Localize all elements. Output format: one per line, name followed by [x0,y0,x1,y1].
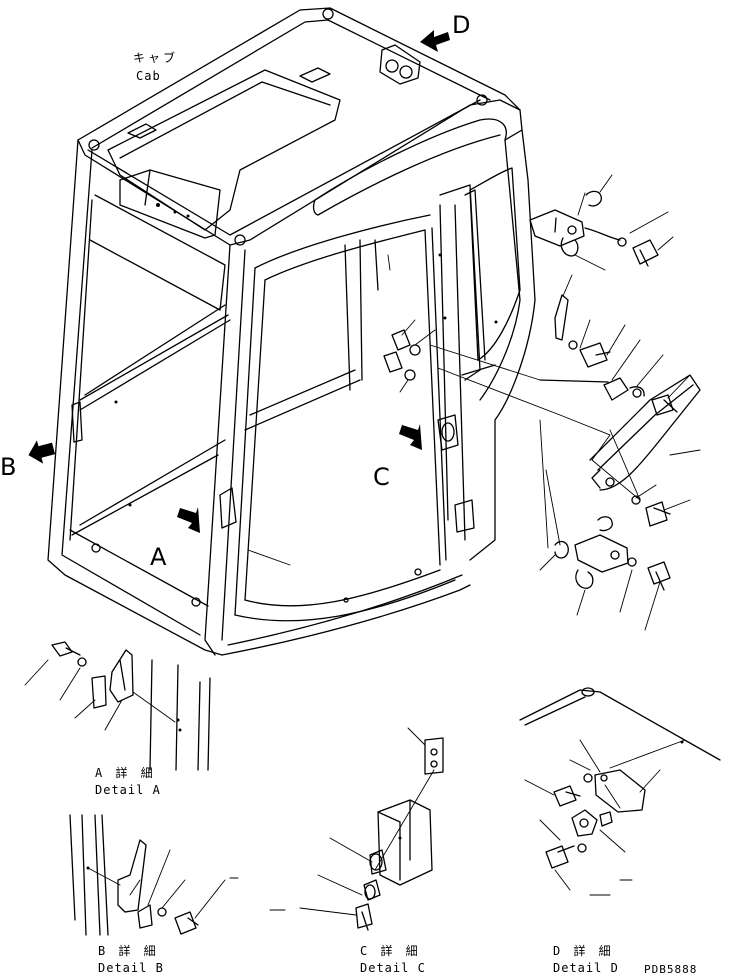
cab-body [47,7,536,656]
detail-b-title-en: Detail B [98,961,164,975]
drawing-number: PDB5888 [644,963,698,976]
view-label-b: B [0,453,17,481]
right-exploded-parts [529,174,701,631]
detail-b-title-jp: B 詳 細 [98,944,159,958]
arrow-a [177,507,200,533]
arrow-d [420,30,450,52]
view-arrows [28,30,450,533]
detail-b-drawing [69,814,239,936]
cab-label-jp: キャブ [133,51,179,65]
arrow-c [399,424,422,450]
detail-d-drawing [519,687,721,896]
detail-d-title-jp: D 詳 細 [553,944,614,958]
arrow-b [28,440,56,464]
view-label-d: D [452,11,471,39]
detail-c-title-en: Detail C [360,961,426,975]
detail-d-title-en: Detail D [553,961,619,975]
detail-c-title-jp: C 詳 細 [360,944,421,958]
detail-a-drawing [24,641,211,771]
detail-a-title-jp: A 詳 細 [95,766,156,780]
body-leader-lines [247,254,561,566]
detail-a-title-en: Detail A [95,783,161,797]
view-label-c: C [373,463,390,491]
cab-label-en: Cab [136,69,161,83]
view-label-a: A [150,543,167,571]
detail-c-drawing [269,727,444,931]
